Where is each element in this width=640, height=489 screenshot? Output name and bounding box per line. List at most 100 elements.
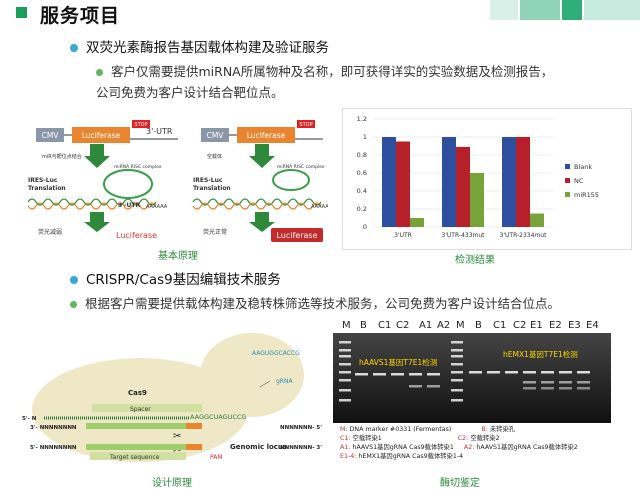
gel-lane-label: M: [456, 320, 465, 331]
bullet-icon: [70, 44, 78, 52]
gel-band: [505, 371, 518, 374]
gel-band: [339, 399, 351, 402]
gel-lane-label: C2: [396, 320, 410, 331]
gel-band: [339, 379, 351, 382]
svg-text:Luciferase: Luciferase: [276, 231, 317, 240]
gel-lane-label: A1: [419, 320, 433, 331]
gel-band: [451, 355, 463, 358]
gel-band: [559, 371, 572, 374]
y-tick-label: 0.4: [357, 187, 367, 195]
svg-text:miRNA RISC complex: miRNA RISC complex: [277, 164, 325, 170]
gel-band: [409, 373, 422, 376]
svg-text:5'- N: 5'- N: [22, 416, 37, 422]
gel-lane-label: C1: [493, 320, 507, 331]
gel-legend: M: DNA marker #0331 (Fermentas) B: 未转染孔 …: [340, 426, 578, 460]
svg-text:3'- NNNNNNNN: 3'- NNNNNNNN: [30, 425, 77, 431]
svg-text:IRES-Luc: IRES-Luc: [193, 177, 223, 184]
crispr-caption: 设计原理: [152, 478, 192, 489]
gel-band: [577, 387, 590, 390]
svg-text:NNNNNNN- 3': NNNNNNN- 3': [280, 445, 322, 451]
gel-lane-label: E4: [586, 320, 599, 331]
scissors-icon: ✂: [173, 431, 181, 442]
gel-band: [469, 371, 482, 374]
y-tick-label: 0: [363, 223, 367, 231]
svg-text:CMV: CMV: [42, 131, 60, 140]
svg-text:AAGGCUAGUCCG: AAGGCUAGUCCG: [190, 413, 247, 421]
svg-text:荧光正常: 荧光正常: [203, 228, 227, 236]
svg-text:miR与靶位点结合: miR与靶位点结合: [42, 153, 82, 160]
gel-band: [355, 373, 368, 376]
gel-band-label-left: hAAVS1基因T7E1检测: [359, 358, 438, 367]
svg-text:Spacer: Spacer: [130, 406, 151, 413]
gel-bands: [333, 333, 611, 423]
svg-text:AAAAAA: AAAAAA: [146, 204, 168, 210]
y-tick-label: 1: [363, 133, 367, 141]
section1-heading: 双荧光素酶报告基因载体构建及验证服务: [70, 36, 329, 56]
section1-description: 客户仅需要提供miRNA所属物种及名称，即可获得详实的实验数据及检测报告， 公司…: [96, 64, 554, 100]
gel-band: [339, 341, 351, 344]
crispr-diagram: Cas9 Spacer 5'- N AAGGCUAGUCCG AAGUGGCAC…: [22, 333, 322, 462]
gel-band: [559, 387, 572, 390]
gel-image: hAAVS1基因T7E1检测 hEMX1基因T7E1检测: [333, 333, 611, 423]
svg-text:miRNA RISC complex: miRNA RISC complex: [114, 164, 162, 170]
svg-text:Luciferase: Luciferase: [116, 231, 157, 240]
left-panel: CMV Luciferase STOP 3'-UTR miR与靶位点结合 miR…: [28, 120, 178, 240]
legend-swatch: [565, 164, 570, 169]
gel-band-label-right: hEMX1基因T7E1检测: [503, 350, 578, 359]
gel-band: [451, 341, 463, 344]
gel-band: [487, 371, 500, 374]
svg-text:gRNA: gRNA: [276, 378, 293, 385]
gel-band: [541, 371, 554, 374]
gel-lane-label: B: [475, 320, 482, 331]
gel-band: [427, 385, 440, 388]
gel-band: [559, 381, 572, 384]
bullet-icon: [96, 69, 103, 76]
gel-band: [391, 373, 404, 376]
bar: [470, 173, 484, 227]
diagram-caption: 基本原理: [158, 251, 198, 262]
gel-band: [373, 373, 386, 376]
svg-text:Translation: Translation: [28, 185, 66, 192]
y-tick-label: 0.2: [357, 205, 367, 213]
bullet-icon: [70, 276, 78, 284]
gel-lane-label: A2: [437, 320, 451, 331]
gel-band: [451, 371, 463, 374]
svg-text:Luciferase: Luciferase: [247, 131, 286, 140]
gel-caption: 酶切鉴定: [440, 478, 480, 489]
gel-band: [409, 385, 422, 388]
gel-band: [339, 363, 351, 366]
gel-band: [577, 381, 590, 384]
svg-text:荧光减弱: 荧光减弱: [38, 228, 62, 236]
gel-lane-label: E3: [568, 320, 581, 331]
svg-text:STOP: STOP: [134, 122, 147, 128]
svg-text:AAAAAA: AAAAAA: [311, 204, 328, 210]
svg-text:IRES-Luc: IRES-Luc: [28, 177, 58, 184]
bar: [502, 137, 516, 227]
gel-band: [339, 371, 351, 374]
svg-text:AAGUGGCACCG: AAGUGGCACCG: [252, 350, 300, 357]
gel-band: [451, 363, 463, 366]
svg-text:Luciferase: Luciferase: [82, 131, 121, 140]
gel-band: [523, 381, 536, 384]
bar: [516, 137, 530, 227]
title-square-icon: [16, 7, 27, 18]
bar: [442, 137, 456, 227]
bar: [456, 146, 470, 227]
chart-caption: 检测结果: [455, 255, 495, 266]
bar: [396, 141, 410, 227]
y-tick-label: 0.6: [357, 169, 367, 177]
legend-label: miR155: [574, 191, 599, 199]
section2-description: 根据客户需要提供载体构建及稳转株筛选等技术服务，公司免费为客户设计结合位点。: [70, 293, 560, 314]
gel-band: [339, 389, 351, 392]
gel-lane-label: E2: [549, 320, 562, 331]
gel-band: [541, 387, 554, 390]
page-title: 服务项目: [40, 5, 121, 27]
legend-swatch: [565, 192, 570, 197]
gel-lane-label: B: [360, 320, 367, 331]
svg-text:NNNNNNN- 5': NNNNNNN- 5': [280, 425, 322, 431]
y-tick-label: 1.2: [357, 115, 367, 123]
bullet-icon: [70, 301, 77, 308]
gel-band: [451, 399, 463, 402]
